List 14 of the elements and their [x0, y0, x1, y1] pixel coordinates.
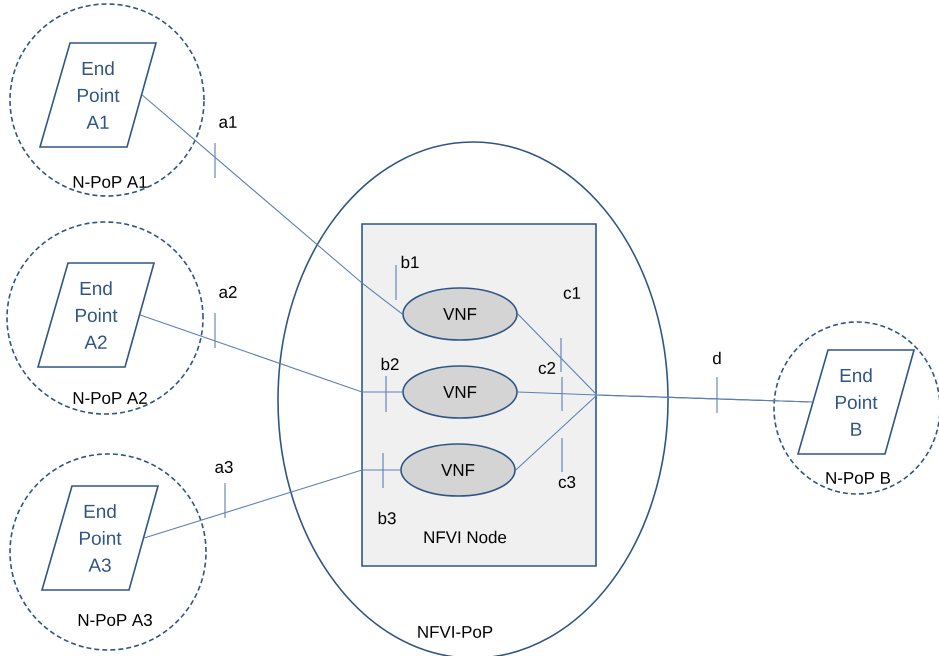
reference-point-label: a1	[219, 116, 237, 128]
reference-point-label: a3	[215, 461, 233, 473]
connector-line	[142, 94, 403, 314]
reference-point-label: b2	[382, 358, 399, 370]
connector-line	[140, 314, 402, 393]
reference-point-label: d	[713, 352, 721, 364]
reference-point-label: c2	[538, 362, 556, 374]
reference-point-label: c1	[564, 287, 580, 299]
reference-point-label: b1	[402, 256, 419, 268]
reference-point-label: a2	[219, 286, 237, 298]
reference-point-label: c3	[558, 476, 576, 488]
connector-line	[144, 469, 400, 539]
connector-line	[515, 394, 812, 470]
reference-point-label: b3	[378, 512, 396, 524]
